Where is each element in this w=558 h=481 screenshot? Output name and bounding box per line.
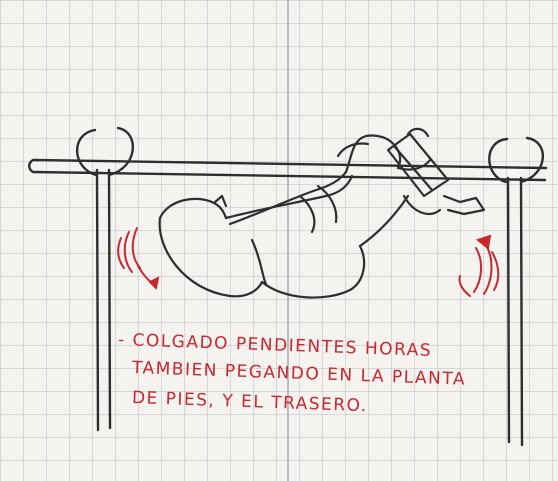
impact-marks-right xyxy=(458,234,500,297)
hanging-bar xyxy=(28,158,548,182)
hanging-figure xyxy=(158,127,486,299)
impact-marks-left xyxy=(117,227,160,291)
